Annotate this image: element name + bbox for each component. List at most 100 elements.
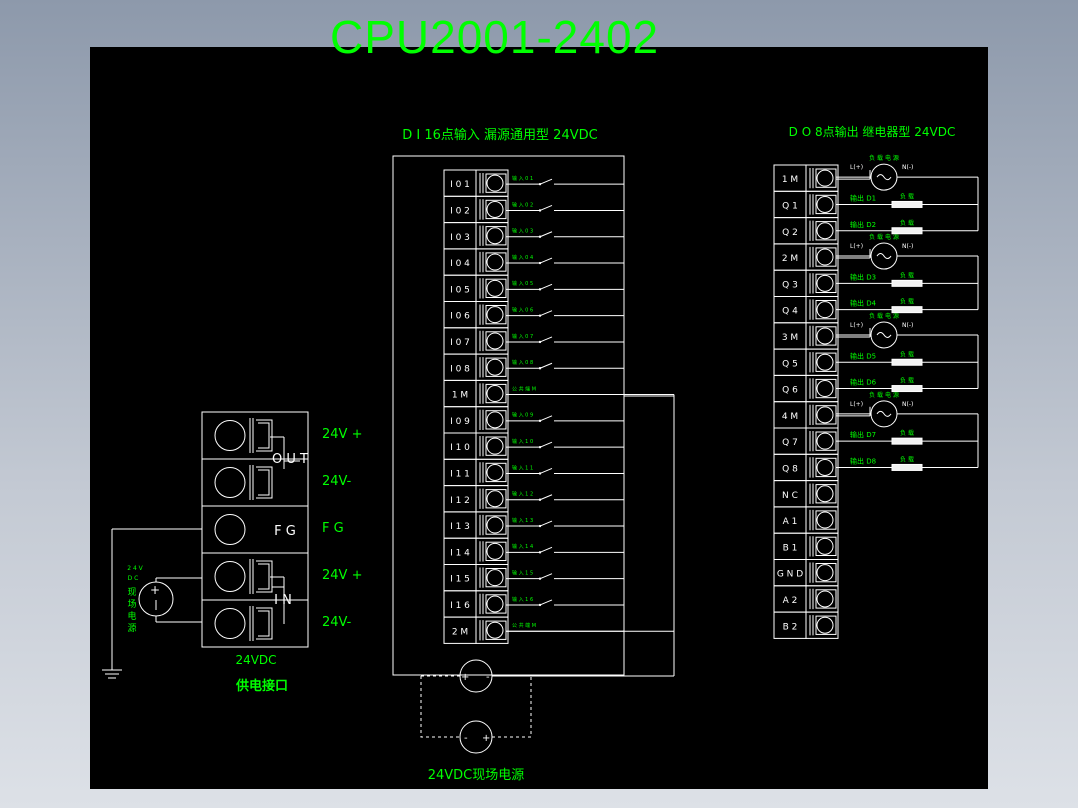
di-screw-icon <box>486 253 504 271</box>
side-label-3: F G <box>322 521 344 536</box>
di-terminal-label: I 0 7 <box>450 338 470 348</box>
di-terminal-label: I 1 2 <box>450 496 470 506</box>
do-screw-icon <box>816 511 834 529</box>
l-plus-label: L(+) <box>850 243 863 250</box>
di-terminal-label: I 1 5 <box>450 575 470 585</box>
di-screw-icon <box>486 385 504 403</box>
do-screw-frame <box>815 484 837 504</box>
drawing-title: CPU2001-2402 <box>330 11 660 63</box>
di-screw-icon <box>486 174 504 192</box>
output-label: 输出 D4 <box>850 299 877 308</box>
in-label: I N <box>274 593 292 608</box>
do-terminal-label: 3 M <box>782 333 798 343</box>
switch-pivot <box>538 498 542 501</box>
src-cap-2: 现 <box>127 587 136 598</box>
ac-wave-icon <box>876 174 892 181</box>
power-interface: + <box>102 411 309 679</box>
do-terminal-label: Q 4 <box>782 307 798 317</box>
field-source-icon-2 <box>459 720 493 754</box>
switch-pivot <box>538 261 542 265</box>
switch-pivot <box>538 472 542 475</box>
di-screw-icon <box>486 621 504 639</box>
di-wire-label: 公 共 端 M <box>512 385 536 392</box>
di-screw-frame <box>485 383 507 404</box>
di-wire-label: 输 入 1 2 <box>512 491 533 498</box>
di-wire-label: 输 入 1 4 <box>512 543 533 550</box>
di-screw-icon <box>486 542 504 560</box>
plus-sign: + <box>461 672 469 683</box>
power-clamp <box>256 560 273 593</box>
di-screw-icon <box>486 227 504 245</box>
di-screw-frame <box>485 226 507 246</box>
di-wire-label: 输 入 0 5 <box>512 280 533 287</box>
load-resistor <box>891 385 923 393</box>
do-screw-icon <box>816 406 834 424</box>
power-terminal-icon <box>214 561 246 592</box>
n-minus-label: N(-) <box>902 401 913 408</box>
do-screw-frame <box>815 168 837 188</box>
di-screw-icon <box>486 411 504 429</box>
di-screw-frame <box>485 568 507 588</box>
di-screw-frame <box>485 515 507 535</box>
power-terminal-icon <box>214 420 246 451</box>
do-terminal-label: A 1 <box>783 517 798 527</box>
n-minus-label: N(-) <box>902 322 913 329</box>
output-label: 输出 D1 <box>850 193 876 202</box>
switch-contact <box>539 573 553 580</box>
di-terminal-label: I 0 9 <box>450 417 470 427</box>
di-screw-frame <box>485 594 507 614</box>
di-wire-label: 输 入 0 3 <box>512 228 533 235</box>
di-screw-icon <box>486 332 504 350</box>
di-terminal-label: I 0 6 <box>450 312 470 322</box>
di-header: D I 16点输入 漏源通用型 24VDC <box>402 127 597 143</box>
do-screw-frame <box>815 510 837 530</box>
do-terminal-block: 1 MQ 1Q 22 MQ 3Q 43 MQ 5Q 64 MQ 7Q 8N CA… <box>773 154 979 639</box>
do-screw-icon <box>816 301 834 319</box>
do-terminal-label: 1 M <box>782 175 798 185</box>
di-screw-frame <box>485 357 507 377</box>
di-terminal-label: 1 M <box>452 391 468 401</box>
load-resistor <box>891 358 923 366</box>
ac-wave-icon <box>876 253 892 260</box>
di-wire-label: 输 入 1 5 <box>512 570 533 577</box>
load-resistor <box>891 200 923 208</box>
do-terminal-label: Q 7 <box>782 438 798 448</box>
di-screw-cell <box>475 616 509 644</box>
load-source-label: 负 载 电 源 <box>869 154 899 162</box>
switch-pivot <box>538 288 542 291</box>
switch-pivot <box>538 551 542 554</box>
di-terminal-label: I 0 5 <box>450 285 470 295</box>
load-label: 负 载 <box>900 192 914 200</box>
switch-contact <box>539 520 553 527</box>
di-wire-label: 输 入 1 1 <box>512 464 533 471</box>
side-label-5: 24V- <box>322 615 352 630</box>
load-source-label: 负 载 电 源 <box>869 233 899 241</box>
output-label: 输出 D7 <box>850 430 876 439</box>
do-screw-icon <box>816 590 834 608</box>
out-label: O U T <box>272 452 308 467</box>
do-terminal-label: N C <box>782 491 798 501</box>
side-label-2: 24V- <box>322 474 352 489</box>
di-screw-icon <box>486 516 504 534</box>
di-terminal-label: I 0 1 <box>450 180 470 190</box>
switch-pivot <box>538 524 542 528</box>
switch-contact <box>539 310 553 317</box>
do-screw-icon <box>816 195 834 213</box>
do-terminal-label: 2 M <box>782 254 798 264</box>
power-terminal-icon <box>214 514 246 545</box>
do-terminal-label: 4 M <box>782 412 798 422</box>
load-resistor <box>891 279 923 287</box>
do-screw-icon <box>816 458 834 476</box>
src-cap-4: 电 <box>127 610 136 622</box>
load-source-label: 负 载 电 源 <box>869 312 899 320</box>
di-screw-icon <box>486 358 504 376</box>
power-clamp <box>258 469 270 496</box>
di-screw-icon <box>486 306 504 324</box>
di-terminal-label: I 1 0 <box>450 443 470 453</box>
switch-pivot <box>538 340 542 344</box>
di-terminal-label: I 1 4 <box>450 548 470 558</box>
ac-wave-icon <box>876 410 892 417</box>
do-terminal-label: Q 2 <box>782 228 798 238</box>
do-screw-frame <box>815 326 837 346</box>
